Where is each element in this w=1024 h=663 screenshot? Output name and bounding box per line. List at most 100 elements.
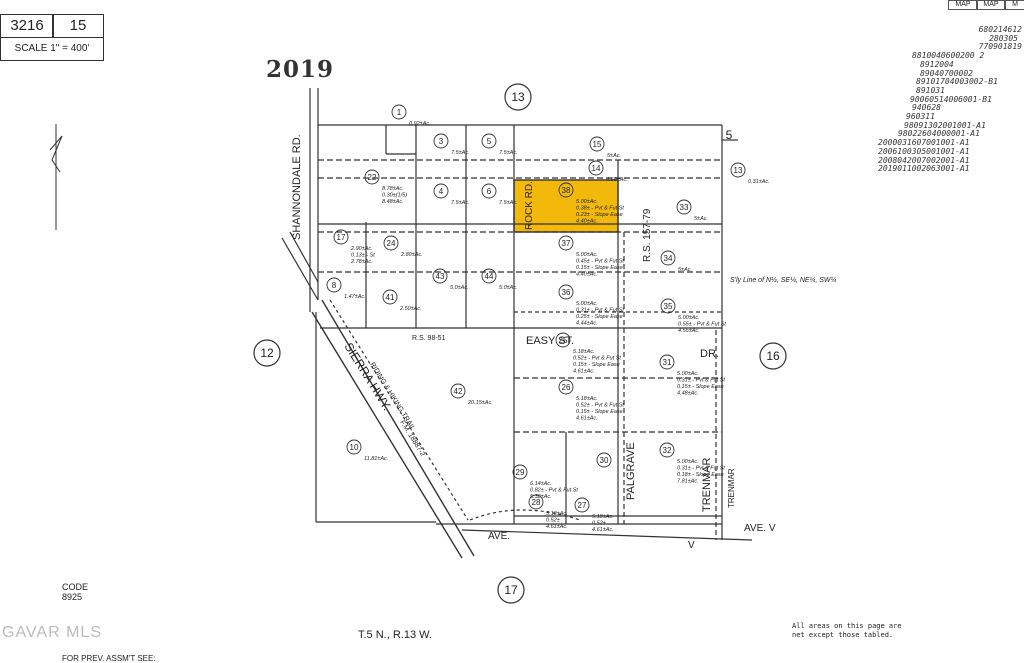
parcel-area: 0.92±Ac. [409, 121, 431, 127]
parcel-circle[interactable] [596, 452, 612, 468]
parcel-circle[interactable] [730, 162, 746, 178]
parcel-area: 1.47±Ac. [344, 294, 366, 300]
parcel-number: 33 [680, 203, 689, 212]
revision-code: 8912004 [920, 59, 954, 69]
revision-code: 770901819 [978, 42, 1022, 52]
highway-line [321, 299, 475, 557]
map-tab: MAP [948, 0, 978, 10]
parcel-area: 2.50±Ac. [399, 306, 422, 312]
parcel-circle[interactable] [383, 235, 399, 251]
revision-code: 98022604000001-A1 [898, 129, 980, 139]
parcel-circle[interactable] [589, 136, 605, 152]
parcel-circle[interactable] [481, 133, 497, 149]
parcel-area: 0.38± - Pvt & Fut St [576, 206, 624, 212]
section-circle [497, 576, 525, 604]
parcel-number: 24 [387, 239, 396, 248]
parcel-area: 6.14±Ac. [530, 481, 552, 487]
revision-code: 98091302001001-A1 [904, 120, 986, 130]
parcel-number: 15 [593, 140, 602, 149]
parcel-number: 30 [600, 456, 609, 465]
parcel-area: 8.78±Ac. [382, 186, 404, 192]
parcel-circle[interactable] [481, 183, 497, 199]
parcel-area: 4.40±Ac. [576, 272, 598, 278]
parcel-circle[interactable] [433, 183, 449, 199]
parcel-area: 7.5±Ac. [451, 200, 470, 206]
map-year: 2019 [266, 56, 335, 83]
revision-code: 8810040600200 2 [912, 51, 985, 61]
parcel-area: 5.00±Ac. [678, 315, 700, 321]
road-label: TRENMAR [701, 458, 713, 512]
parcel-number: 3 [439, 137, 444, 146]
parcel-number: 26 [562, 383, 571, 392]
parcel-number: 28 [532, 498, 541, 507]
parcel-area: 0.31± - Pvt & Fut St [677, 378, 725, 384]
parcel-area: 5.00±Ac. [576, 199, 598, 205]
parcel-area: 0.23± - Slope Ease [576, 212, 623, 218]
section-number: 12 [260, 346, 274, 360]
parcel-circle[interactable] [659, 442, 675, 458]
road-line [281, 237, 319, 301]
parcel-area: 5±Ac. [694, 216, 708, 222]
road-line [289, 231, 319, 283]
parcel-circle[interactable] [574, 497, 590, 513]
parcel-circle[interactable] [512, 464, 528, 480]
parcel-circle[interactable] [558, 235, 574, 251]
parcel-circle[interactable] [588, 160, 604, 176]
road-label: SHANNONDALE RD. [291, 134, 303, 240]
parcel-area: 0.31± - Pvt & Fut St [677, 466, 725, 472]
parcel-circle[interactable] [382, 289, 398, 305]
parcel-area: 0.31±Ac. [748, 179, 770, 185]
parcel-circle[interactable] [555, 332, 571, 348]
section-number: 13 [511, 90, 525, 104]
parcel-circle[interactable] [450, 383, 466, 399]
parcel-circle[interactable] [558, 182, 574, 198]
parcel-number: 37 [562, 239, 571, 248]
parcel-number: 17 [337, 233, 346, 242]
parcel-circle[interactable] [433, 133, 449, 149]
section-number: 17 [504, 583, 518, 597]
parcel-area: 0.25± - Slope Ease [576, 314, 623, 320]
parcel-area: 5.00±Ac. [576, 301, 598, 307]
parcel-area: 4.61±Ac. [576, 416, 598, 422]
road-label: AVE. V [744, 523, 776, 534]
township-range: T.5 N., R.13 W. [358, 629, 432, 641]
parcel-circle[interactable] [558, 379, 574, 395]
parcel-area: 0.31± - Pvt & Fut St [576, 308, 624, 314]
parcel-number: 32 [663, 446, 672, 455]
parcel-circle[interactable] [660, 298, 676, 314]
parcel-circle[interactable] [528, 494, 544, 510]
parcel-circle[interactable] [659, 354, 675, 370]
parcel-circle[interactable] [676, 199, 692, 215]
parcel-number: 29 [516, 468, 525, 477]
parcel-number: 5 [487, 137, 492, 146]
previous-assessment: FOR PREV. ASSM'T SEE: [62, 654, 156, 663]
parcel-number: 38 [562, 186, 571, 195]
parcel-circle[interactable] [391, 104, 407, 120]
parcel-area: 0.15± - Slope Ease [576, 409, 623, 415]
parcel-number: 34 [664, 254, 673, 263]
parcel-circle[interactable] [346, 439, 362, 455]
parcel-circle[interactable] [660, 250, 676, 266]
parcel-area: 0.55± - Pvt & Fut St [678, 322, 726, 328]
parcel-area: 11.81±Ac. [364, 456, 388, 462]
parcel-number: 10 [350, 443, 359, 452]
parcel-circle[interactable] [481, 268, 497, 284]
parcel-number: 36 [562, 288, 571, 297]
parcel-circle[interactable] [432, 268, 448, 284]
parcel-area: 5.0±Ac. [499, 285, 518, 291]
parcel-number: 44 [485, 272, 494, 281]
parcel-number: 43 [436, 272, 445, 281]
parcel-circle[interactable] [333, 229, 349, 245]
parcel-circle[interactable] [326, 277, 342, 293]
parcel-circle[interactable] [558, 284, 574, 300]
revision-code: 2008042007002001-A1 [878, 155, 970, 165]
map-scale: SCALE 1" = 400' [0, 37, 104, 61]
road-label: R.S. 98-51 [412, 335, 446, 342]
parcel-area: 2.78±Ac. [350, 259, 373, 265]
parcel-circle[interactable] [364, 169, 380, 185]
north-arrow-head [49, 135, 63, 173]
revision-code: 2000031607001001-A1 [878, 138, 970, 148]
parcel-area: 5±Ac. [607, 153, 621, 159]
parcel-area: 5±Ac. [678, 267, 692, 273]
parcel-number: 8 [332, 281, 337, 290]
